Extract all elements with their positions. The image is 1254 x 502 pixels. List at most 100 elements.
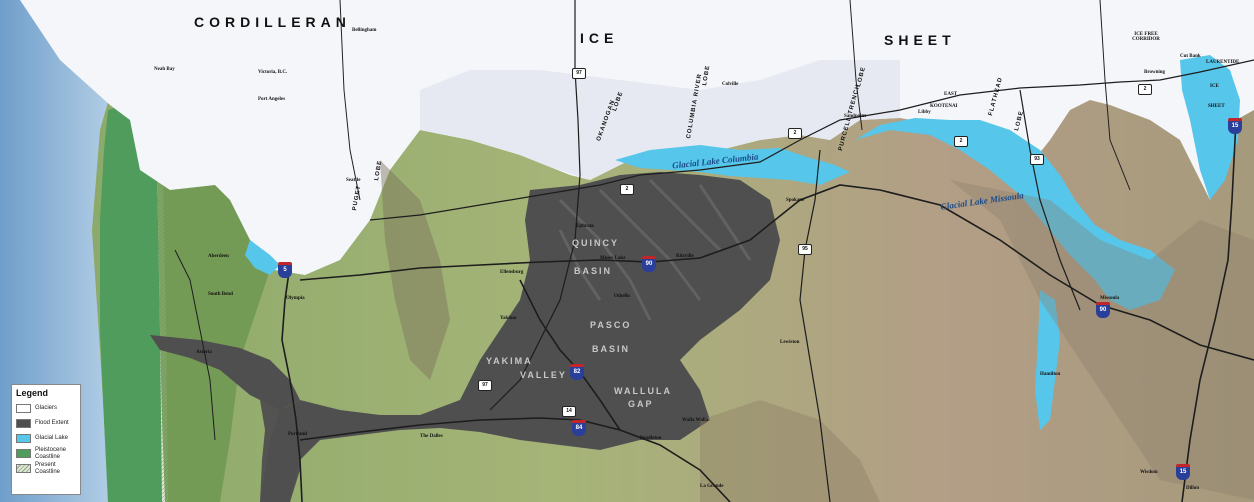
aberdeen-label: Aberdeen — [208, 254, 229, 259]
glaciers-swatch — [16, 404, 31, 413]
moses-lake-label: Moses Lake — [600, 256, 626, 261]
highway-us95 — [799, 149, 831, 502]
walla-walla-label: Walla Walla — [682, 418, 709, 423]
sheet-label: SHEET — [884, 32, 956, 48]
highway-i82 — [519, 279, 621, 431]
us-2-west-marker: 2 — [620, 184, 634, 195]
us-93-marker: 93 — [1030, 154, 1044, 165]
la-grande-label: La Grande — [700, 484, 724, 489]
ephrata-label: Ephrata — [576, 224, 594, 229]
ice-shading — [420, 60, 900, 180]
highway-us97 — [489, 0, 581, 411]
seattle-label: Seattle — [346, 178, 361, 183]
highway-us93 — [1019, 89, 1081, 311]
rockies-shading — [950, 180, 1254, 500]
libby-label: Libby — [918, 110, 931, 115]
olympia-label: Olympia — [286, 296, 305, 301]
yakima-label: YAKIMA — [486, 356, 533, 366]
pacific-ocean — [0, 0, 140, 502]
glacial-lake-missoula — [855, 118, 1175, 310]
pasco-label: PASCO — [590, 320, 632, 330]
flood-extent — [260, 172, 780, 502]
cut-bank-label: Cut Bank — [1180, 54, 1201, 59]
us-2-north-marker: 2 — [954, 136, 968, 147]
laurentide-label: LAURENTIDE — [1206, 60, 1240, 65]
kootenai-label: KOOTENAI — [930, 104, 958, 109]
legend-label-glacial-lake: Glacial Lake — [35, 435, 69, 441]
flood-extent-swatch — [16, 419, 31, 428]
legend-item-flood-extent: Flood Extent — [16, 416, 76, 431]
cascade-shading — [380, 160, 450, 380]
interstate-90-east-shield: 90 — [1096, 302, 1110, 318]
us-2-east-marker: 2 — [788, 128, 802, 139]
wallula-label: WALLULA — [614, 386, 672, 396]
portland-label: Portland — [288, 432, 307, 437]
ice-free-corridor-label: ICE FREE CORRIDOR — [1132, 32, 1160, 42]
valley-label: VALLEY — [520, 370, 567, 380]
quincy-basin-label: BASIN — [574, 266, 613, 276]
interstate-82-shield: 82 — [570, 364, 584, 380]
puget-lake — [245, 240, 280, 275]
ice-label: ICE — [580, 30, 619, 46]
us-95-marker: 95 — [798, 244, 812, 255]
pleistocene-swatch — [16, 449, 31, 458]
legend-label-flood-extent: Flood Extent — [35, 420, 69, 426]
browning-label: Browning — [1144, 70, 1166, 75]
othello-label: Othello — [614, 294, 630, 299]
northeast-lake — [1180, 55, 1240, 200]
dillon-label: Dillon — [1186, 486, 1200, 491]
highway-i15 — [1181, 119, 1237, 502]
south-bend-label: South Bend — [208, 292, 233, 297]
spokane-label: Spokane — [786, 198, 805, 203]
bellingham-label: Bellingham — [352, 28, 377, 33]
us-2-far-marker: 2 — [1138, 84, 1152, 95]
legend-item-glaciers: Glaciers — [16, 401, 76, 416]
interstate-90-shield: 90 — [642, 256, 656, 272]
cordilleran-label: CORDILLERAN — [194, 14, 351, 30]
colville-label: Colville — [722, 82, 739, 87]
province-border — [1099, 0, 1131, 191]
us-canada-border — [339, 0, 863, 201]
pasco-basin-label: BASIN — [592, 344, 631, 354]
ice-small-label: ICE — [1210, 84, 1219, 89]
wisdom-label: Wisdom — [1140, 470, 1158, 475]
sandpoint-label: Sandpoint — [844, 114, 866, 119]
pendleton-label: Pendleton — [640, 436, 662, 441]
legend-label-glaciers: Glaciers — [35, 405, 58, 411]
us-97-north-marker: 97 — [572, 68, 586, 79]
present-coastline-swatch — [16, 464, 31, 473]
glacial-lake-swatch — [16, 434, 31, 443]
highway-i5 — [281, 264, 303, 502]
astoria-label: Astoria — [196, 350, 212, 355]
interstate-15-south-shield: 15 — [1176, 464, 1190, 480]
columbia-gorge-flood — [150, 335, 300, 410]
highway-us2 — [369, 59, 1254, 221]
hamilton-label: Hamilton — [1040, 372, 1061, 377]
us-97-south-marker: 97 — [478, 380, 492, 391]
interstate-84-shield: 84 — [572, 420, 586, 436]
ellensburg-label: Ellensburg — [500, 270, 524, 275]
lewiston-label: Lewiston — [780, 340, 800, 345]
yakima-city-label: Yakima — [500, 316, 517, 321]
victoria-label: Victoria, B.C. — [258, 70, 288, 75]
the-dalles-label: The Dalles — [420, 434, 443, 439]
interstate-15-north-shield: 15 — [1228, 118, 1242, 134]
neah-bay-label: Neah Bay — [154, 67, 175, 72]
pleistocene-coastline — [100, 100, 165, 502]
missoula-arm — [1035, 290, 1060, 430]
port-angeles-label: Port Angeles — [258, 97, 286, 102]
highway-i84 — [299, 417, 731, 502]
legend-title: Legend — [16, 388, 49, 398]
interstate-5-shield: 5 — [278, 262, 292, 278]
legend-item-pleistocene: Pleistocene Coastline — [16, 446, 76, 461]
gap-label: GAP — [628, 399, 654, 409]
willamette-flood — [260, 400, 300, 502]
legend-item-glacial-lake: Glacial Lake — [16, 431, 76, 446]
legend-item-present: Present Coastline — [16, 461, 76, 476]
sheet-small-label: SHEET — [1208, 104, 1225, 109]
legend-label-present: Present Coastline — [35, 461, 61, 475]
glacial-lake-columbia — [615, 145, 850, 185]
missoula-label: Missoula — [1100, 296, 1120, 301]
